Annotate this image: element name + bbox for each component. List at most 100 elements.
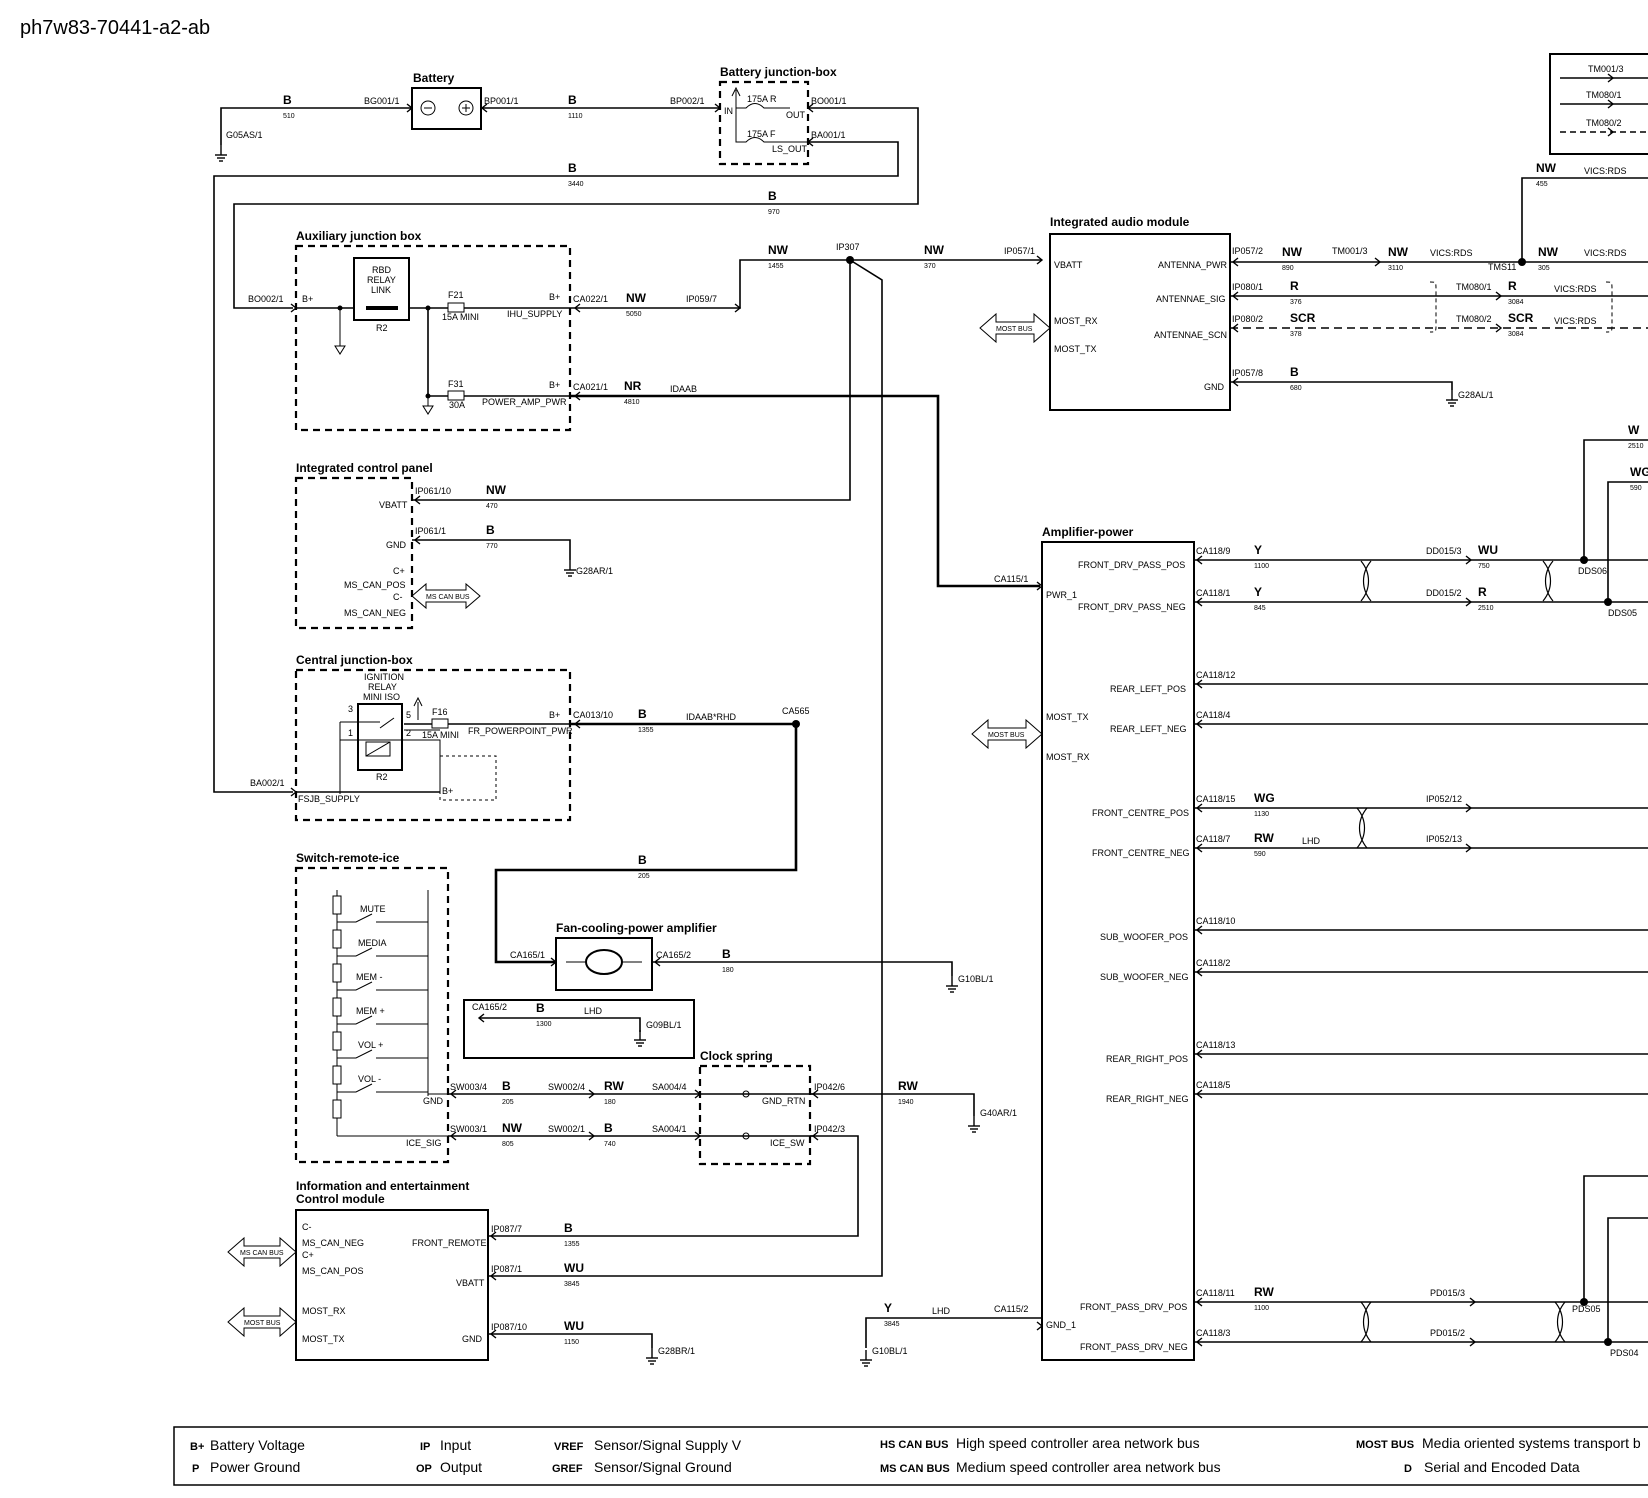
conn-tm001-3: TM001/3 bbox=[1588, 64, 1624, 74]
wire-color: NW bbox=[924, 243, 945, 257]
most-bus-arrow-icon bbox=[227, 1306, 297, 1338]
wire-size: 3845 bbox=[884, 1321, 900, 1328]
label-pwr-1: PWR_1 bbox=[1046, 590, 1077, 600]
legend-key: GREF bbox=[552, 1463, 583, 1475]
wire-size: 470 bbox=[486, 503, 498, 510]
conn-sw002-1: SW002/1 bbox=[548, 1124, 585, 1134]
conn-pds04: PDS04 bbox=[1610, 1348, 1639, 1358]
label-bplus: B+ bbox=[549, 710, 560, 720]
wire-color: B bbox=[604, 1121, 613, 1135]
conn-ca118-5: CA118/5 bbox=[1196, 1080, 1230, 1090]
wire-color: WU bbox=[1478, 543, 1498, 557]
label-bplus: B+ bbox=[549, 380, 560, 390]
most-bus-label: MOST BUS bbox=[988, 732, 1025, 739]
conn-ca021: CA021/1 bbox=[573, 382, 608, 392]
most-bus-label: MOST BUS bbox=[244, 1320, 281, 1327]
wire-color: B bbox=[638, 707, 647, 721]
conn-ba001: BA001/1 bbox=[811, 130, 846, 140]
wire-color: WU bbox=[564, 1319, 584, 1333]
conn-g05as: G05AS/1 bbox=[226, 130, 263, 140]
rhd-variant-box bbox=[463, 999, 695, 1059]
label-gnd: GND bbox=[1204, 382, 1225, 392]
wire-3440 bbox=[213, 141, 899, 793]
label-vbatt: VBATT bbox=[1054, 260, 1083, 270]
wire-color: Y bbox=[884, 1301, 892, 1315]
ms-can-bus-label: MS CAN BUS bbox=[240, 1250, 284, 1257]
cjb-label: Central junction-box bbox=[296, 653, 413, 667]
battery-negative-terminal-icon bbox=[420, 100, 436, 116]
conn-ca118-11: CA118/11 bbox=[1196, 1288, 1235, 1298]
ground-icon bbox=[645, 1347, 659, 1365]
conn-bo002: BO002/1 bbox=[248, 294, 284, 304]
dotted-subcircuit bbox=[439, 755, 497, 801]
ground-icon bbox=[563, 559, 577, 577]
fuse-label: F31 bbox=[448, 379, 464, 389]
wire-1355c bbox=[865, 1317, 1042, 1348]
wire-color: RW bbox=[898, 1079, 918, 1093]
wire-color: NW bbox=[486, 483, 507, 497]
conn-ba002: BA002/1 bbox=[250, 778, 285, 788]
wire-size: 3084 bbox=[1508, 331, 1524, 338]
conn-ca118-12: CA118/12 bbox=[1196, 670, 1235, 680]
label-cminus: C- bbox=[302, 1222, 312, 1232]
wire-color: NW bbox=[626, 291, 647, 305]
relay-text: MINI ISO bbox=[363, 692, 400, 702]
label-speaker-pin: FRONT_CENTRE_POS bbox=[1092, 808, 1189, 818]
ground-icon bbox=[1445, 389, 1459, 407]
conn-dd015-2: DD015/2 bbox=[1426, 588, 1462, 598]
r2-label: R2 bbox=[376, 323, 388, 333]
ice-module-box bbox=[295, 1209, 489, 1361]
wire-970 bbox=[233, 107, 919, 309]
conn-ca118-2: CA118/2 bbox=[1196, 958, 1230, 968]
legend-value: Sensor/Signal Supply V bbox=[594, 1437, 742, 1453]
conn-pd015-2: PD015/2 bbox=[1430, 1328, 1465, 1338]
legend-key: OP bbox=[416, 1463, 432, 1475]
relay-pin-number: 3 bbox=[348, 704, 353, 714]
conn-ip057-8: IP057/8 bbox=[1232, 368, 1263, 378]
conn-ca565: CA565 bbox=[782, 706, 810, 716]
wire-size: 680 bbox=[1290, 385, 1302, 392]
wire-note: LHD bbox=[584, 1006, 603, 1016]
wire-size: 205 bbox=[638, 873, 650, 880]
conn-sw003-4: SW003/4 bbox=[450, 1082, 487, 1092]
conn-ip061-1: IP061/1 bbox=[415, 526, 446, 536]
legend-value: Output bbox=[440, 1459, 482, 1475]
wire-color: Y bbox=[1254, 543, 1262, 557]
wire-size: 2510 bbox=[1478, 605, 1494, 612]
legend-key: B+ bbox=[190, 1441, 204, 1453]
wire-color: B bbox=[638, 853, 647, 867]
battery-jb-label: Battery junction-box bbox=[720, 65, 837, 79]
conn-ca165-2b: CA165/2 bbox=[472, 1002, 507, 1012]
label-speaker-pin: FRONT_PASS_DRV_NEG bbox=[1080, 1342, 1188, 1352]
conn-bp001: BP001/1 bbox=[484, 96, 519, 106]
wire-color: B bbox=[768, 189, 777, 203]
wire-color: W bbox=[1628, 423, 1640, 437]
wire-color: Y bbox=[1254, 585, 1262, 599]
wire-size: 770 bbox=[486, 543, 498, 550]
fuse-f16-icon bbox=[431, 718, 449, 729]
label-speaker-pin: FRONT_PASS_DRV_POS bbox=[1080, 1302, 1187, 1312]
conn-g40ar: G40AR/1 bbox=[980, 1108, 1017, 1118]
conn-ca118-13: CA118/13 bbox=[1196, 1040, 1235, 1050]
wire-note: VICS:RDS bbox=[1584, 248, 1627, 258]
label-speaker-pin: REAR_RIGHT_POS bbox=[1106, 1054, 1188, 1064]
conn-ca165-1: CA165/1 bbox=[510, 950, 545, 960]
label-speaker-pin: FRONT_DRV_PASS_POS bbox=[1078, 560, 1185, 570]
label-vbatt: VBATT bbox=[379, 500, 408, 510]
wire-size: 180 bbox=[722, 967, 734, 974]
ms-can-bus-arrow-icon bbox=[411, 582, 481, 610]
wire-note: LHD bbox=[932, 1306, 951, 1316]
conn-ip080-1: IP080/1 bbox=[1232, 282, 1263, 292]
conn-ca118-10: CA118/10 bbox=[1196, 916, 1235, 926]
battery-box bbox=[411, 87, 482, 130]
label-antennae-sig: ANTENNAE_SIG bbox=[1156, 294, 1226, 304]
label-gnd: GND bbox=[386, 540, 407, 550]
wire-size: 970 bbox=[768, 209, 780, 216]
wire-size: 3440 bbox=[568, 181, 584, 188]
fuse-f-label: 175A F bbox=[747, 129, 776, 139]
wire-size: 1355 bbox=[638, 727, 654, 734]
wire-color: WU bbox=[564, 1261, 584, 1275]
conn-g28al: G28AL/1 bbox=[1458, 390, 1494, 400]
rbd-text: RBD bbox=[372, 265, 392, 275]
